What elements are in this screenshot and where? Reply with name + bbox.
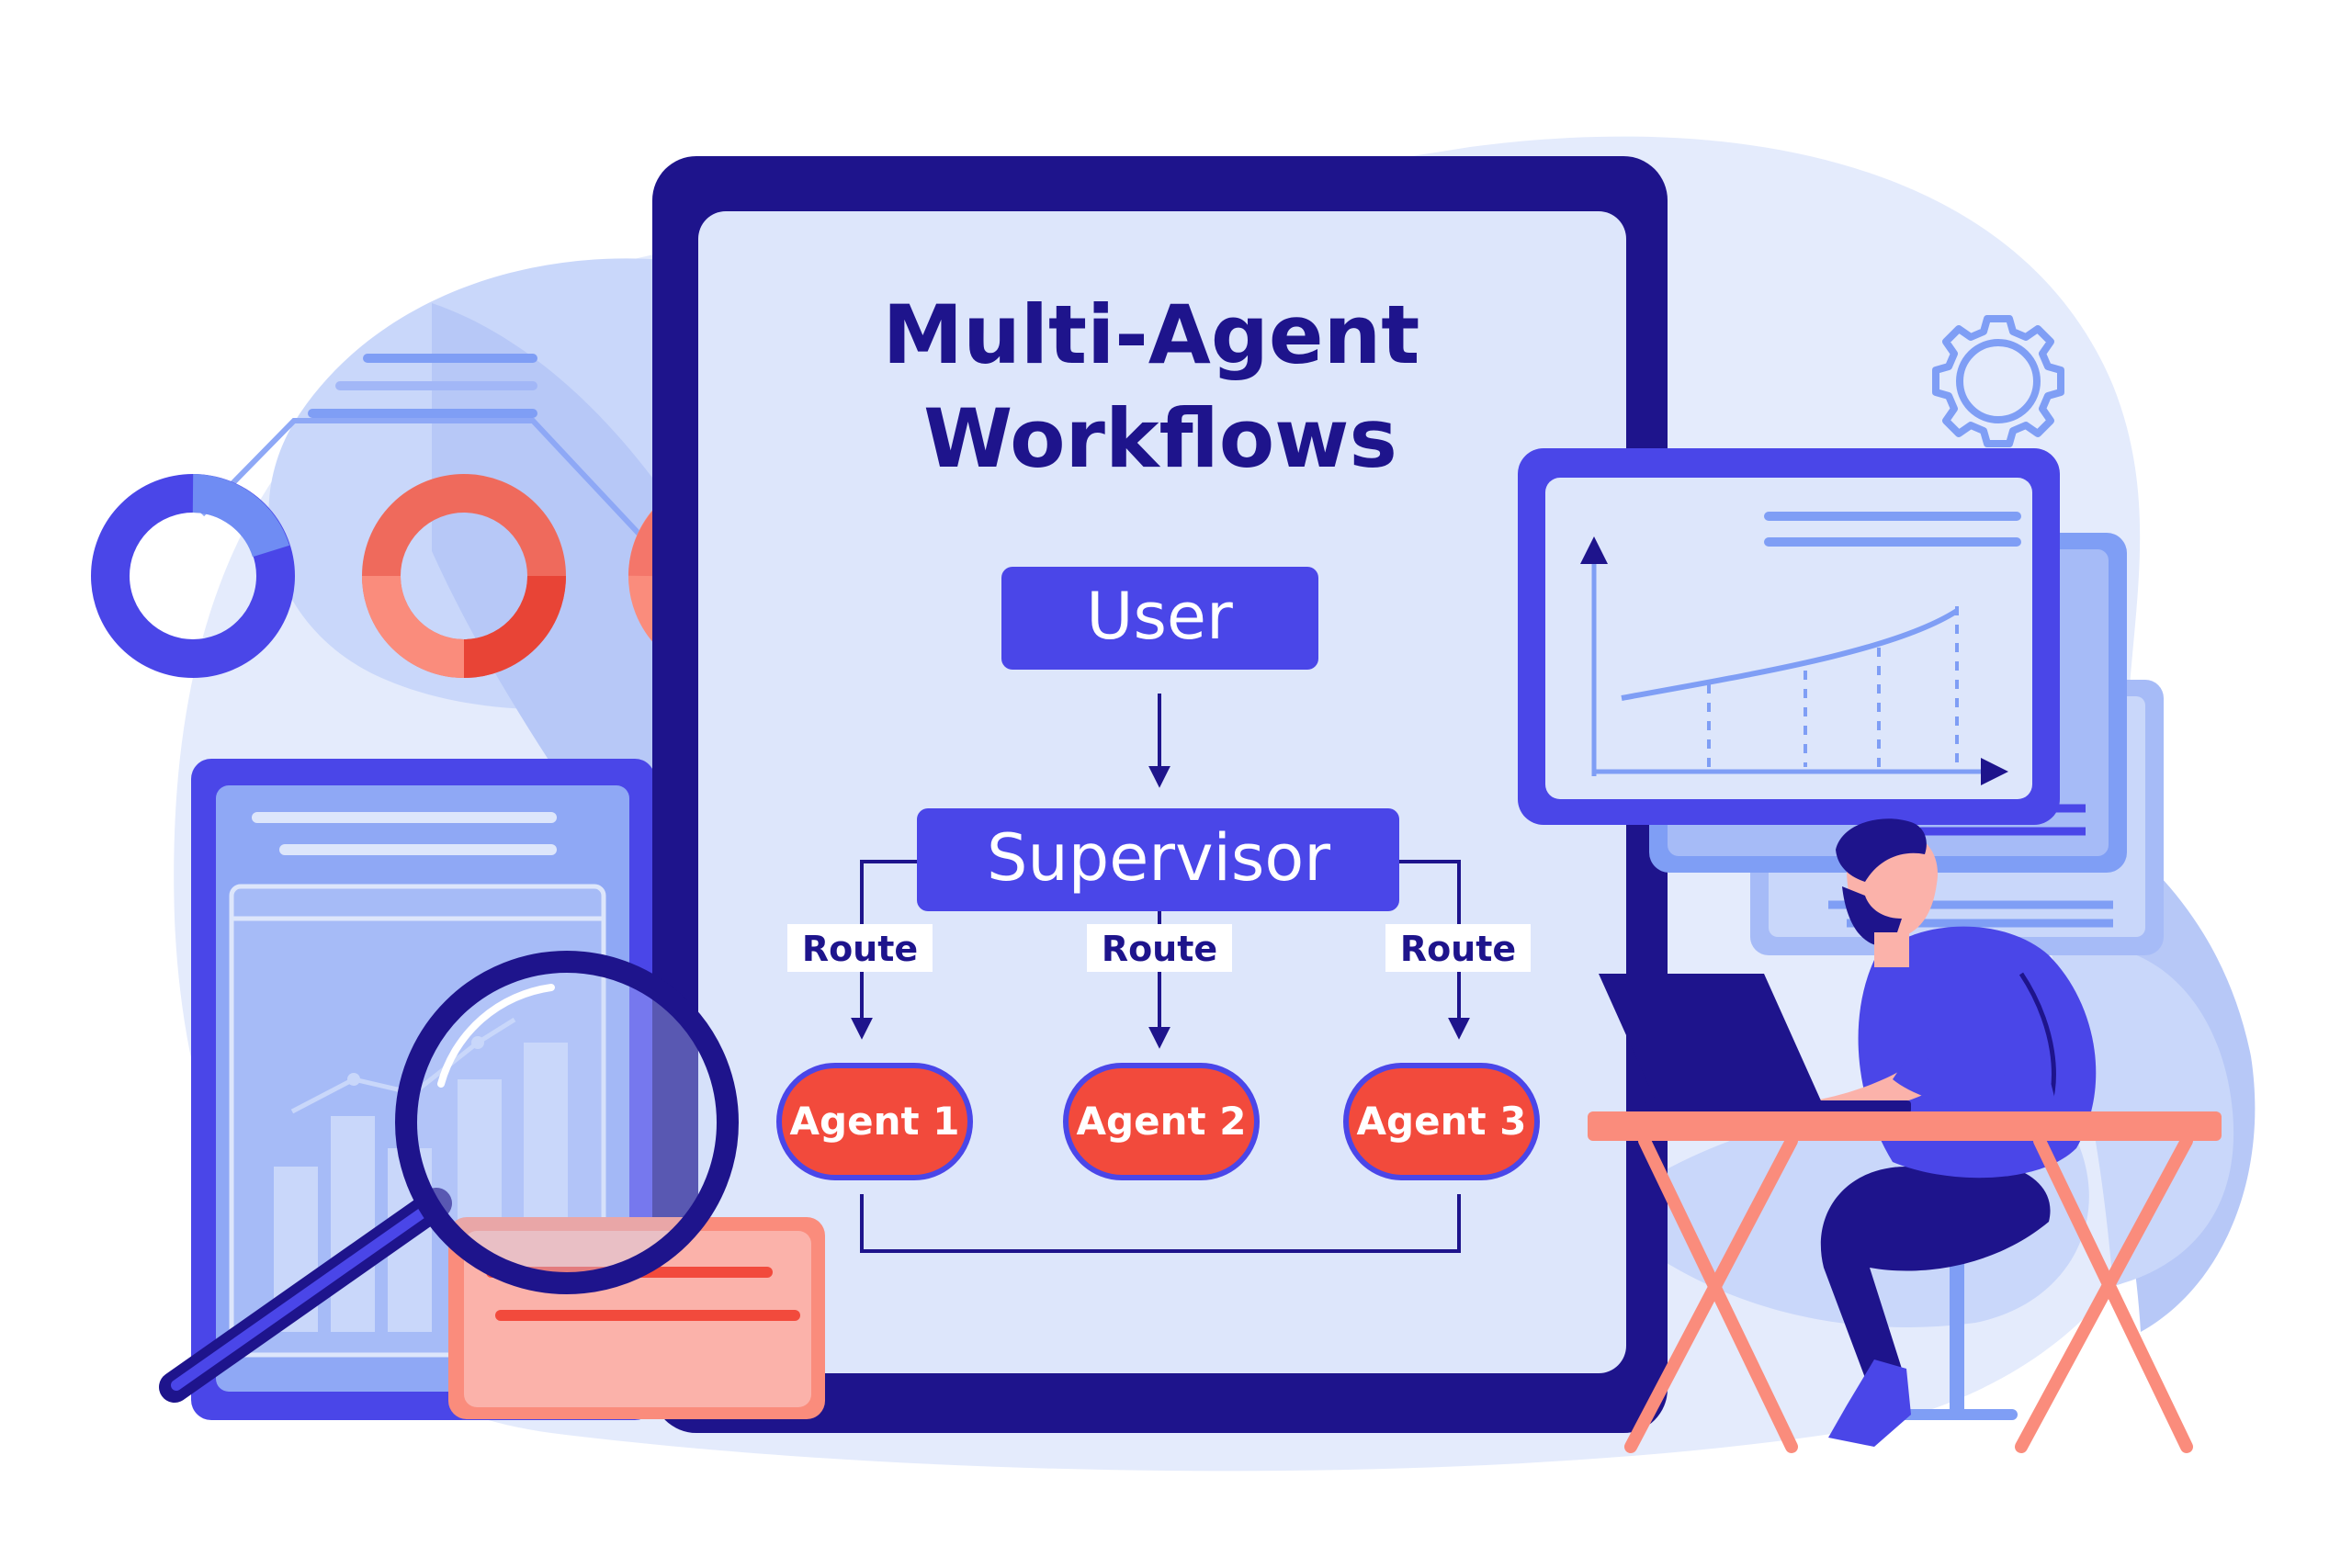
decorative-lines (199, 354, 701, 600)
user-node-label: User (1086, 579, 1233, 654)
user-node (1001, 567, 1318, 670)
magnifier-icon (159, 951, 739, 1403)
agent-node-1 (776, 1063, 973, 1180)
supervisor-node-label: Supervisor (987, 820, 1330, 896)
agent-node-2 (1063, 1063, 1260, 1180)
connector-right (1399, 860, 1470, 1040)
route-label-2: Route (1102, 929, 1217, 969)
agent-node-2-label: Agent 2 (1077, 1099, 1247, 1144)
person-at-desk (1588, 818, 2222, 1453)
feedback-loop (860, 1194, 1461, 1253)
route-label-3: Route (1400, 929, 1516, 969)
donut-chart-blue (91, 474, 295, 678)
workflow-diagram: User Supervisor Route Route Route Agent … (776, 567, 1540, 1253)
title-line-1: Multi-Agent (883, 288, 1420, 382)
donut-chart-red (362, 474, 566, 678)
route-label-1: Route (802, 929, 918, 969)
title-line-2: Workflows (923, 391, 1397, 486)
agent-node-3-label: Agent 3 (1357, 1099, 1527, 1144)
connector-left (851, 860, 917, 1040)
gear-icon (1932, 315, 2064, 447)
supervisor-node (917, 808, 1399, 911)
agent-node-1-label: Agent 1 (790, 1099, 960, 1144)
agent-node-3 (1343, 1063, 1540, 1180)
laptop-icon (1599, 974, 1911, 1113)
